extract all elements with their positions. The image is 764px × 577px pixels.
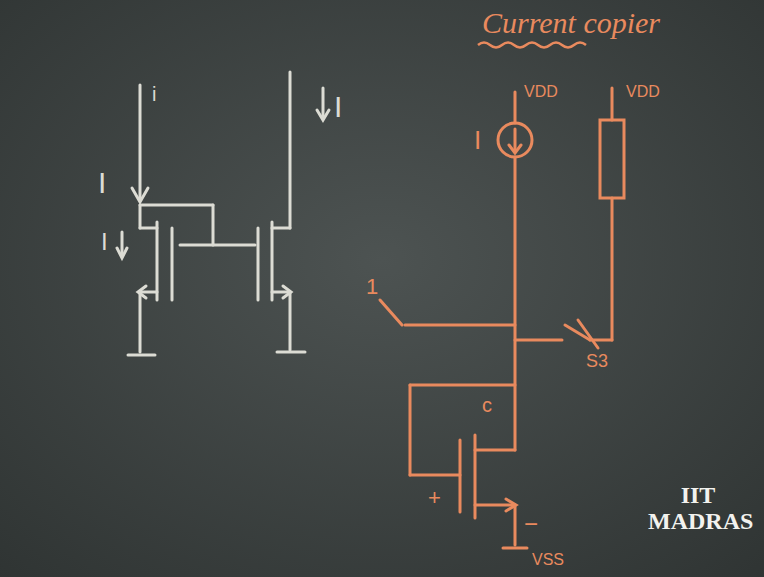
current-label: I [474, 127, 481, 153]
current-label: i [152, 84, 156, 104]
supply-label: VSS [532, 552, 564, 568]
supply-label: VDD [524, 84, 558, 100]
capacitor-label: c [482, 395, 492, 415]
watermark: IIT MADRAS [648, 482, 748, 535]
current-mirror-circuit [117, 72, 329, 355]
title-underline [478, 43, 586, 48]
switch-label: S3 [586, 352, 608, 370]
supply-label: VDD [626, 84, 660, 100]
switch-label: 1 [366, 276, 378, 298]
current-label: I [98, 168, 106, 198]
current-label: I [334, 92, 342, 122]
polarity-sign: − [524, 512, 538, 536]
current-label: I [101, 230, 108, 254]
current-copier-circuit [380, 88, 624, 548]
board-title: Current copier [482, 6, 660, 40]
polarity-sign: + [428, 487, 441, 509]
